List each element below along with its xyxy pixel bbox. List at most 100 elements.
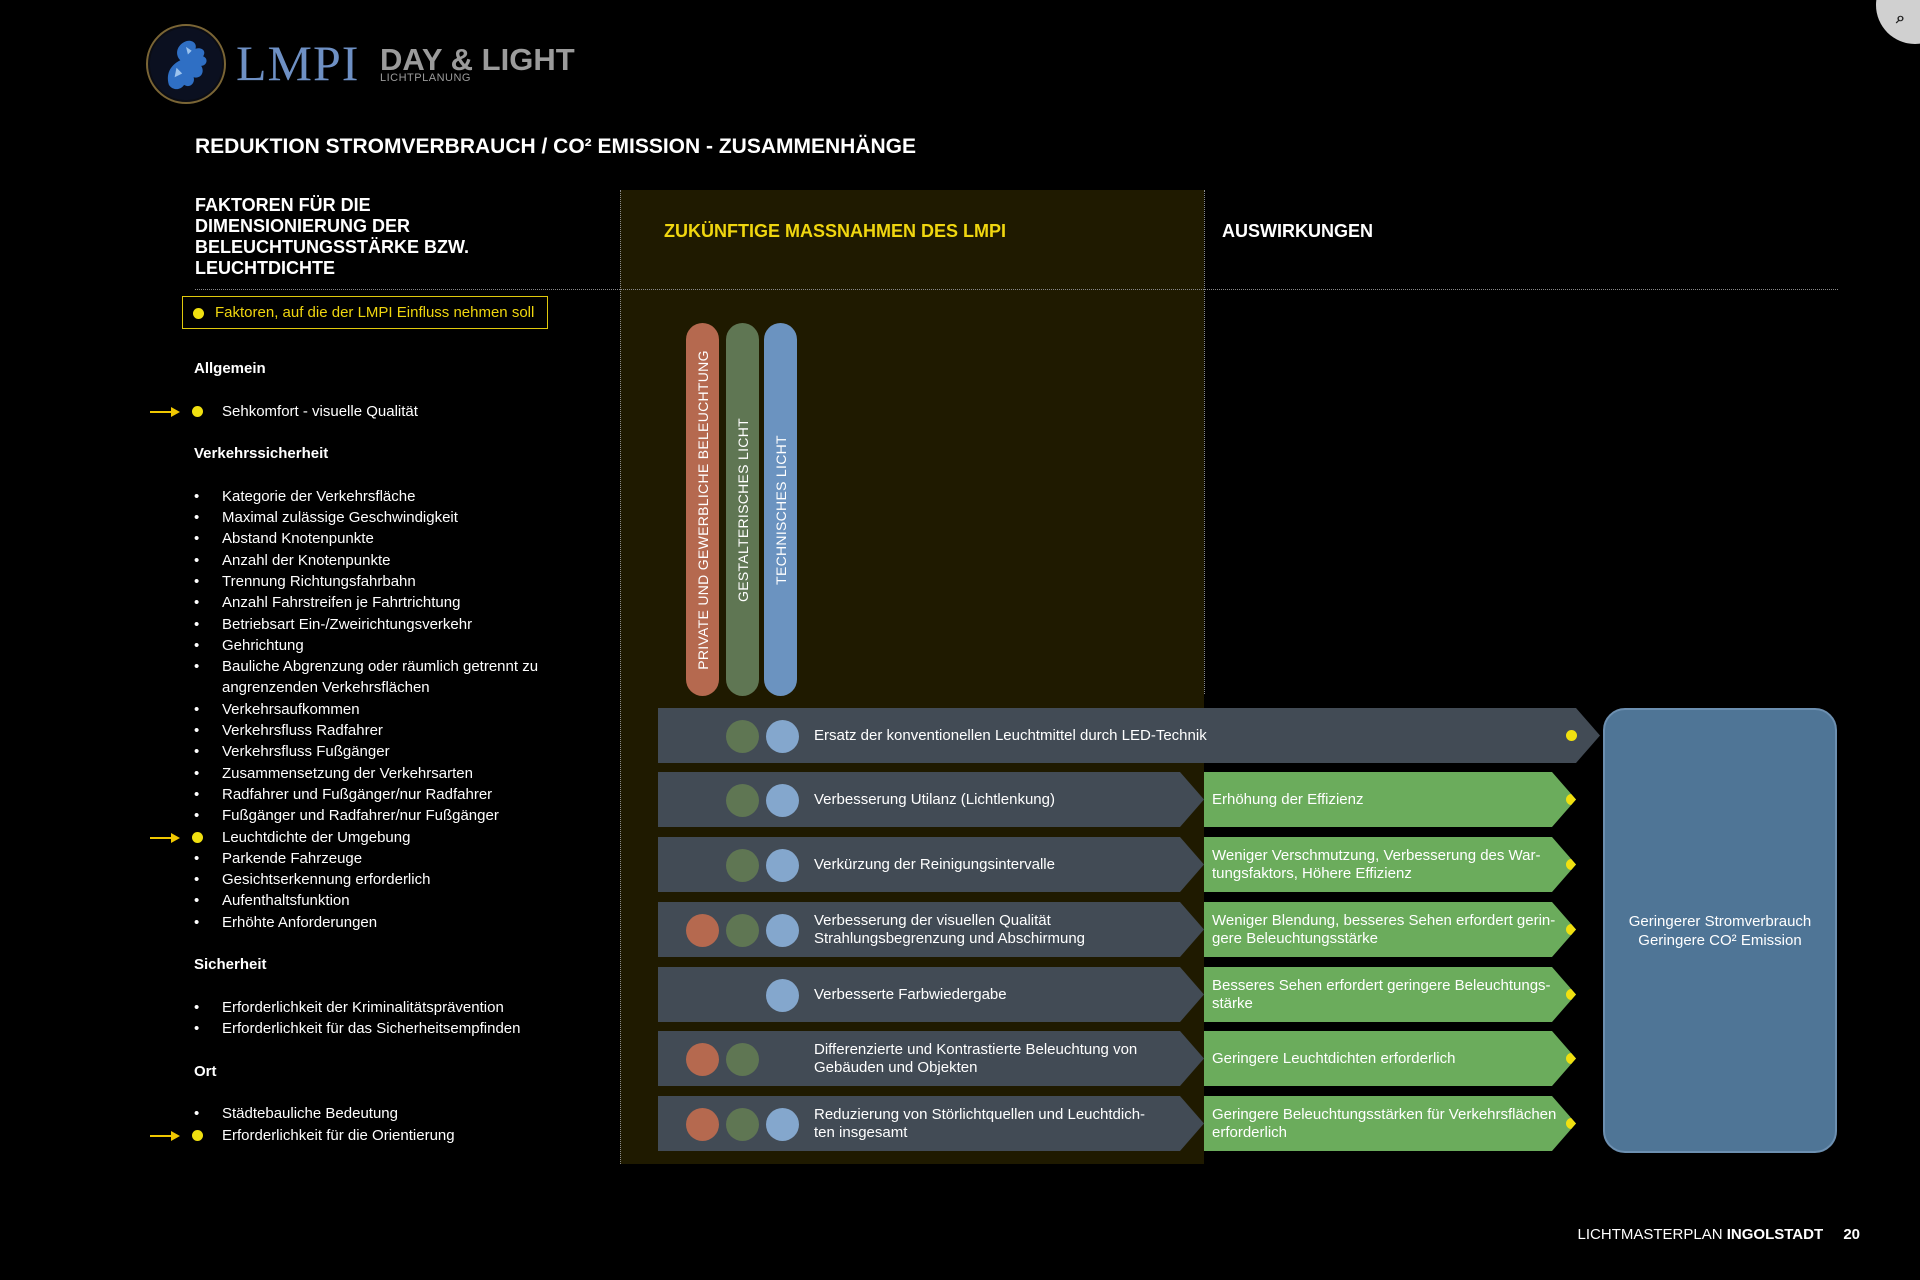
category-circle-blu-icon — [766, 784, 799, 817]
factor-text: Gesichtserkennung erforderlich — [222, 871, 431, 889]
footer: LICHTMASTERPLAN INGOLSTADT 20 — [1578, 1226, 1860, 1244]
category-circle-blu-icon — [766, 1108, 799, 1141]
factor-list-item: •Betriebsart Ein-/Zweirichtungsverkehr — [194, 614, 574, 635]
effect-dot-icon — [1566, 1053, 1576, 1064]
factor-text: Anzahl der Knotenpunkte — [222, 551, 391, 569]
factor-list-item: Sehkomfort - visuelle Qualität — [192, 401, 574, 422]
factor-text: Zusammensetzung der Verkehrsarten — [222, 764, 473, 782]
bullet-icon: • — [194, 913, 200, 931]
pointer-arrow-icon — [150, 406, 182, 418]
bullet-icon: • — [194, 998, 200, 1016]
measure-text: Ersatz der konventionellen Leuchtmittel … — [814, 726, 1207, 744]
effect-dot-icon — [1566, 794, 1576, 805]
effect-text: Weniger Verschmutzung, Verbesserung des … — [1212, 846, 1541, 882]
effect-text: Weniger Blendung, besseres Sehen erforde… — [1212, 911, 1556, 947]
measure-arrow: Verbesserung Utilanz (Lichtlenkung) — [658, 772, 1204, 827]
bullet-icon: • — [194, 807, 200, 825]
divider-left — [620, 190, 621, 1164]
result-box: Geringerer Stromverbrauch Geringere CO² … — [1603, 708, 1837, 1153]
effect-dot-icon — [1566, 730, 1577, 741]
factor-text: Verkehrsaufkommen — [222, 700, 360, 718]
day-light-brand-title: DAY & LIGHT — [380, 42, 575, 77]
divider-right — [1204, 190, 1205, 694]
effect-arrow: Besseres Sehen erfordert geringere Beleu… — [1204, 967, 1576, 1022]
factor-text: Erhöhte Anforderungen — [222, 913, 378, 931]
left-column-heading: FAKTOREN FÜR DIE DIMENSIONIERUNG DER BEL… — [195, 195, 469, 278]
factor-list-item: • Aufenthaltsfunktion — [194, 890, 574, 911]
factor-text: Abstand Knotenpunkte — [222, 530, 374, 548]
bullet-icon: • — [194, 871, 200, 889]
factor-list-item: •Abstand Knotenpunkte — [194, 528, 574, 549]
middle-column-heading: ZUKÜNFTIGE MASSNAHMEN DES LMPI — [664, 221, 1006, 241]
measure-text: Differenzierte und Kontrastierte Beleuch… — [814, 1040, 1138, 1076]
section-title: Sicherheit — [194, 956, 267, 974]
bullet-icon: • — [194, 1105, 200, 1123]
effect-arrow: Erhöhung der Effizienz — [1204, 772, 1576, 827]
factor-list-item: • Erhöhte Anforderungen — [194, 912, 574, 933]
bullet-icon: • — [194, 487, 200, 505]
factor-text: Gehrichtung — [222, 636, 304, 654]
right-column-heading: AUSWIRKUNGEN — [1222, 221, 1373, 241]
category-circle-blu-icon — [766, 914, 799, 947]
bullet-icon: • — [194, 594, 200, 612]
factor-list-item: •Erforderlichkeit für das Sicherheitsemp… — [194, 1018, 574, 1039]
highlight-dot-icon — [192, 1129, 203, 1141]
page-number: 20 — [1843, 1226, 1860, 1243]
effect-dot-icon — [1566, 1118, 1576, 1129]
factor-text: Aufenthaltsfunktion — [222, 892, 350, 910]
highlight-dot-icon — [192, 831, 203, 843]
effect-dot-icon — [1566, 989, 1576, 1000]
factor-list-item: • Bauliche Abgrenzung oder räumlich getre… — [194, 656, 574, 699]
factor-text: Erforderlichkeit für die Orientierung — [222, 1126, 455, 1144]
lmpi-logo-text: LMPI — [236, 35, 360, 91]
pill-design-light: GESTALTERISCHES LICHT — [726, 323, 759, 696]
effect-dot-icon — [1566, 859, 1576, 870]
bullet-icon: • — [194, 764, 200, 782]
bullet-icon: • — [194, 658, 200, 676]
corner-search-button[interactable]: ⌕ — [1876, 0, 1920, 44]
factor-text: Betriebsart Ein-/Zweirichtungsverkehr — [222, 615, 473, 633]
bullet-icon: • — [194, 892, 200, 910]
highlight-dot-icon — [192, 405, 203, 417]
pointer-arrow-icon — [150, 1130, 182, 1142]
bullet-icon: • — [194, 572, 200, 590]
measure-arrow: Ersatz der konventionellen Leuchtmittel … — [658, 708, 1600, 763]
section-title: Ort — [194, 1062, 217, 1080]
factor-text: Erforderlichkeit für das Sicherheitsempf… — [222, 1020, 521, 1038]
factor-list-item: • Gehrichtung — [194, 635, 574, 656]
effect-dot-icon — [1566, 924, 1576, 935]
result-line-2: Geringere CO² Emission — [1638, 931, 1802, 949]
measure-arrow: Differenzierte und Kontrastierte Beleuch… — [658, 1031, 1204, 1086]
factor-list-item: •Erforderlichkeit der Kriminalitätspräve… — [194, 997, 574, 1018]
category-circle-grn-icon — [726, 720, 759, 753]
factor-text: Anzahl Fahrstreifen je Fahrtrichtung — [222, 594, 461, 612]
factor-text: Städtebauliche Bedeutung — [222, 1105, 398, 1123]
factor-text: Bauliche Abgrenzung oder räumlich getren… — [222, 658, 539, 697]
footer-city: INGOLSTADT — [1726, 1226, 1824, 1243]
factor-text: Maximal zulässige Geschwindigkeit — [222, 509, 458, 527]
factor-list-item: •Kategorie der Verkehrsfläche — [194, 486, 574, 507]
factor-text: Parkende Fahrzeuge — [222, 849, 363, 867]
factor-list-item: •Trennung Richtungsfahrbahn — [194, 571, 574, 592]
category-circle-red-icon — [686, 1108, 719, 1141]
category-circle-grn-icon — [726, 914, 759, 947]
effect-text: Erhöhung der Effizienz — [1212, 790, 1364, 808]
effect-text: Geringere Beleuchtungsstärken für Verkeh… — [1212, 1105, 1557, 1141]
factor-list-item: •Anzahl der Knotenpunkte — [194, 550, 574, 571]
bullet-icon: • — [194, 722, 200, 740]
category-circle-grn-icon — [726, 849, 759, 882]
lmpi-logo-crest-icon — [146, 24, 226, 104]
legend-dot-icon — [193, 308, 204, 319]
day-light-brand-subtitle: LICHTPLANUNG — [380, 72, 471, 84]
category-circle-red-icon — [686, 1043, 719, 1076]
legend-box: Faktoren, auf die der LMPI Einfluss nehm… — [182, 296, 548, 329]
category-circle-grn-icon — [726, 784, 759, 817]
measure-arrow: Verkürzung der Reinigungsintervalle — [658, 837, 1204, 892]
measure-arrow: Verbesserte Farbwiedergabe — [658, 967, 1204, 1022]
bullet-icon: • — [194, 636, 200, 654]
effect-arrow: Weniger Blendung, besseres Sehen erforde… — [1204, 902, 1576, 957]
effect-arrow: Geringere Leuchtdichten erforderlich — [1204, 1031, 1576, 1086]
measure-text: Reduzierung von Störlichtquellen und Leu… — [814, 1105, 1146, 1141]
